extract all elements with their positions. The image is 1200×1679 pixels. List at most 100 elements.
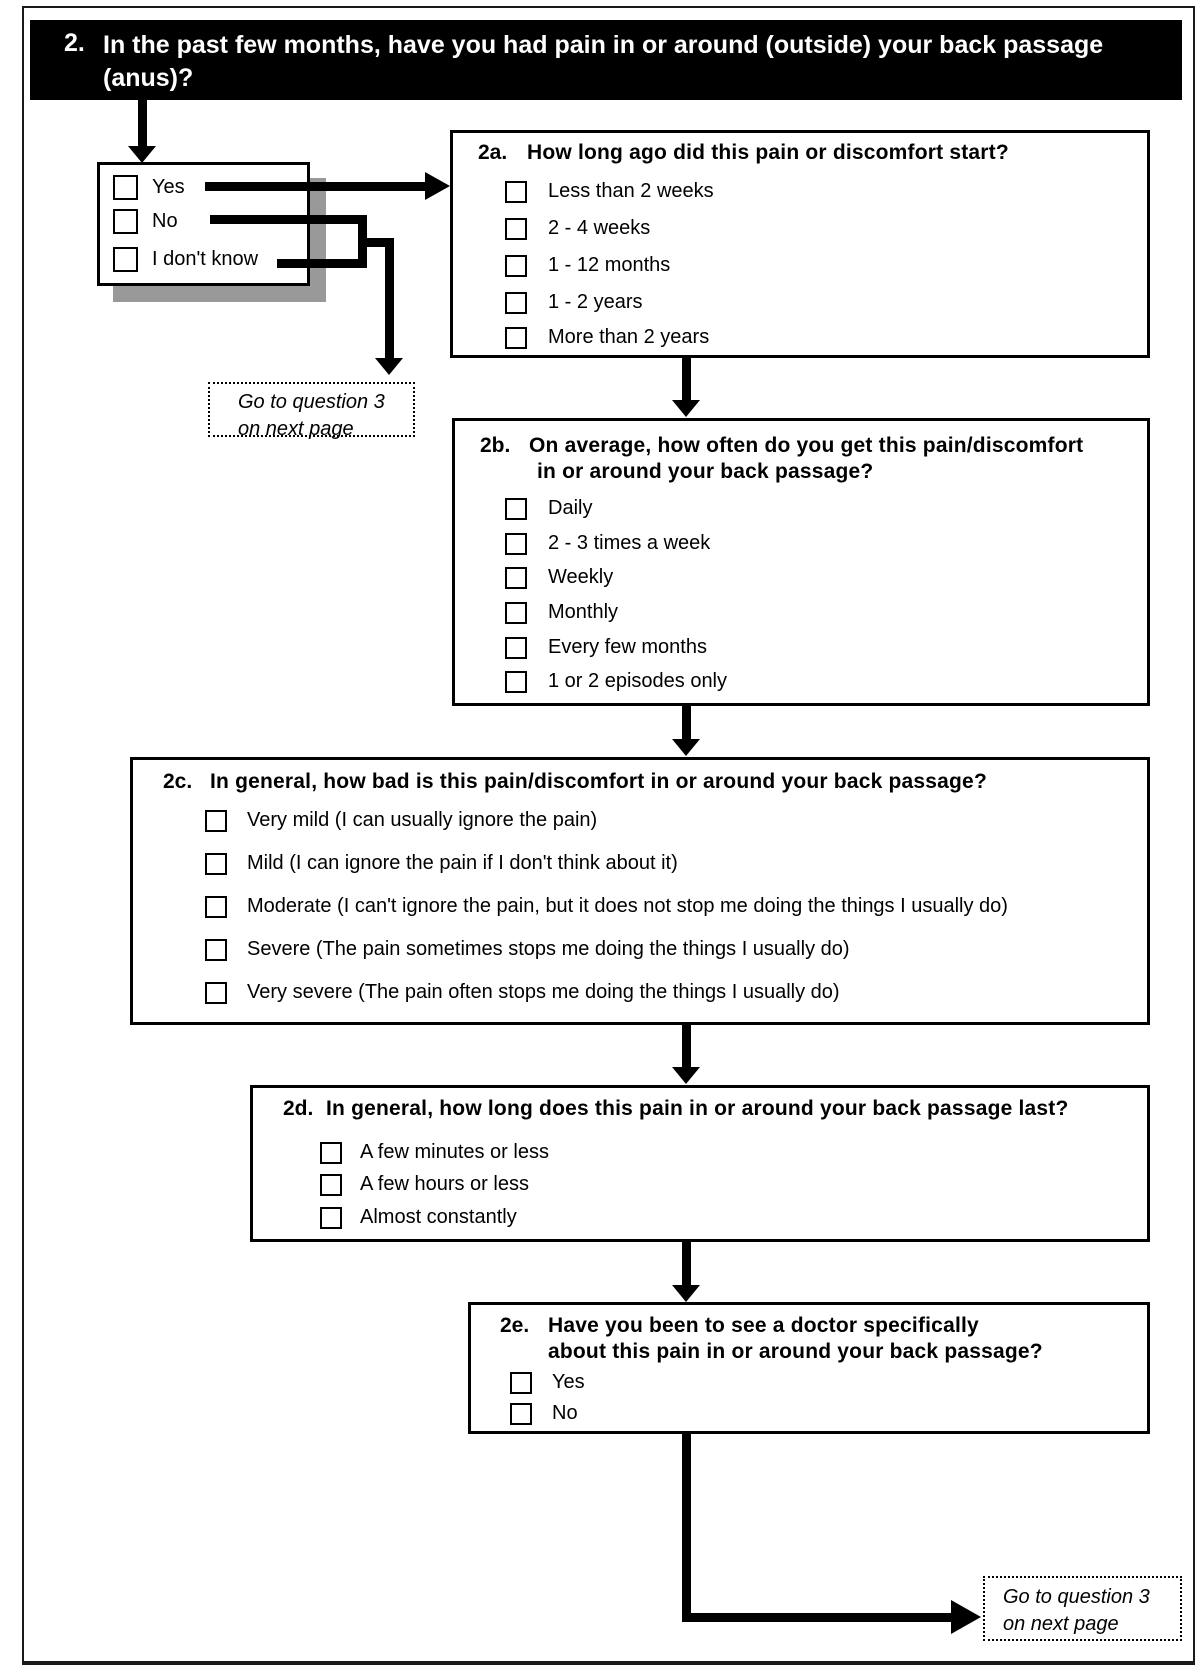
q2a-option-4-label: 1 - 2 years [548,291,643,313]
q2c-option-row: Severe (The pain sometimes stops me doin… [205,938,850,961]
q2d-option-2-checkbox[interactable] [320,1173,342,1196]
option-row-yes: Yes [113,175,185,200]
q2c-title: In general, how bad is this pain/discomf… [210,770,987,793]
q2b-option-row: Every few months [505,636,707,659]
q2a-option-3-checkbox[interactable] [505,254,527,277]
q2e-box [468,1302,1150,1434]
q2b-option-row: 2 - 3 times a week [505,532,710,555]
q2a-option-1-label: Less than 2 weeks [548,180,714,202]
arrow-2b-2c-line [682,706,691,741]
page-border-left [22,6,24,1665]
q2e-yes-label: Yes [552,1371,585,1393]
q2a-option-5-label: More than 2 years [548,326,710,348]
q2a-option-row: More than 2 years [505,326,709,349]
q2c-option-row: Mild (I can ignore the pain if I don't t… [205,852,678,875]
q2c-option-4-label: Severe (The pain sometimes stops me doin… [247,938,850,960]
q2d-option-row: A few hours or less [320,1173,529,1196]
q2e-option-row: Yes [510,1371,585,1394]
q2b-title-line1: On average, how often do you get this pa… [529,434,1084,457]
line-dont-know-horizontal [277,259,367,268]
q2a-option-5-checkbox[interactable] [505,326,527,349]
q2b-option-4-checkbox[interactable] [505,601,527,624]
q2e-title-line1: Have you been to see a doctor specifical… [548,1314,979,1337]
line-2e-down [682,1434,691,1622]
arrow-header-down-line [138,100,147,148]
arrow-goto-left-head [375,358,403,375]
q2c-box [130,757,1150,1025]
q2e-title-line2: about this pain in or around your back p… [548,1340,1043,1363]
question-number: 2. [64,29,85,57]
arrow-2a-2b-line [682,358,691,402]
q2c-option-3-label: Moderate (I can't ignore the pain, but i… [247,895,1008,917]
q2b-option-row: Daily [505,497,592,520]
arrow-2c-2d-line [682,1025,691,1069]
dont-know-checkbox[interactable] [113,247,138,272]
q2a-option-1-checkbox[interactable] [505,180,527,203]
q2a-box [450,130,1150,358]
q2b-box [452,418,1150,706]
q2a-option-2-label: 2 - 4 weeks [548,217,651,239]
q2e-no-label: No [552,1402,578,1424]
q2a-option-row: 2 - 4 weeks [505,217,650,240]
q2c-option-2-label: Mild (I can ignore the pain if I don't t… [247,852,678,874]
page-border-bottom [22,1661,1195,1665]
q2c-option-5-checkbox[interactable] [205,981,227,1004]
q2b-option-1-label: Daily [548,497,593,519]
goto-left-line2: on next page [238,418,354,440]
q2d-option-3-checkbox[interactable] [320,1206,342,1229]
q2b-title-line2: in or around your back passage? [537,460,874,483]
goto-question3-left-box: Go to question 3 on next page [208,382,415,440]
arrow-yes-line [205,182,427,191]
q2a-option-row: Less than 2 weeks [505,180,714,203]
arrow-yes-head [425,172,450,200]
q2a-option-row: 1 - 12 months [505,254,670,277]
q2b-number: 2b. [480,434,511,457]
q2c-option-5-label: Very severe (The pain often stops me doi… [247,981,840,1003]
q2b-option-5-checkbox[interactable] [505,636,527,659]
q2c-number: 2c. [163,770,193,793]
q2e-no-checkbox[interactable] [510,1402,532,1425]
q2d-box [250,1085,1150,1242]
q2d-option-row: A few minutes or less [320,1141,549,1164]
arrow-2c-2d-head [672,1067,700,1084]
goto-bottom-line2: on next page [1003,1613,1119,1635]
q2b-option-6-checkbox[interactable] [505,670,527,693]
arrow-header-down-head [128,146,156,163]
q2c-option-1-checkbox[interactable] [205,809,227,832]
q2d-option-1-checkbox[interactable] [320,1141,342,1164]
dont-know-label: I don't know [152,248,259,270]
q2d-option-1-label: A few minutes or less [360,1141,549,1163]
line-no-horizontal [210,215,367,224]
q2c-option-4-checkbox[interactable] [205,938,227,961]
q2b-option-row: Monthly [505,601,618,624]
q2e-option-row: No [510,1402,578,1425]
q2d-option-3-label: Almost constantly [360,1206,517,1228]
question-text: In the past few months, have you had pai… [103,31,1104,92]
q2b-option-1-checkbox[interactable] [505,497,527,520]
q2b-option-row: 1 or 2 episodes only [505,670,727,693]
yes-checkbox[interactable] [113,175,138,200]
q2c-option-row: Very mild (I can usually ignore the pain… [205,809,597,832]
q2a-option-3-label: 1 - 12 months [548,254,671,276]
arrow-2d-2e-line [682,1242,691,1287]
q2a-title: How long ago did this pain or discomfort… [527,141,1009,164]
q2c-option-2-checkbox[interactable] [205,852,227,875]
yes-label: Yes [152,176,185,198]
q2b-option-2-checkbox[interactable] [505,532,527,555]
q2b-option-3-label: Weekly [548,566,614,588]
no-label: No [152,210,178,232]
option-row-no: No [113,209,178,234]
q2b-option-3-checkbox[interactable] [505,566,527,589]
q2e-yes-checkbox[interactable] [510,1371,532,1394]
q2c-option-3-checkbox[interactable] [205,895,227,918]
option-row-dont-know: I don't know [113,247,258,272]
q2b-option-5-label: Every few months [548,636,707,658]
q2d-option-2-label: A few hours or less [360,1173,529,1195]
question-2-header: 2. In the past few months, have you had … [30,20,1182,100]
q2d-option-row: Almost constantly [320,1206,517,1229]
q2a-number: 2a. [478,141,508,164]
q2a-option-2-checkbox[interactable] [505,217,527,240]
no-checkbox[interactable] [113,209,138,234]
q2a-option-4-checkbox[interactable] [505,291,527,314]
